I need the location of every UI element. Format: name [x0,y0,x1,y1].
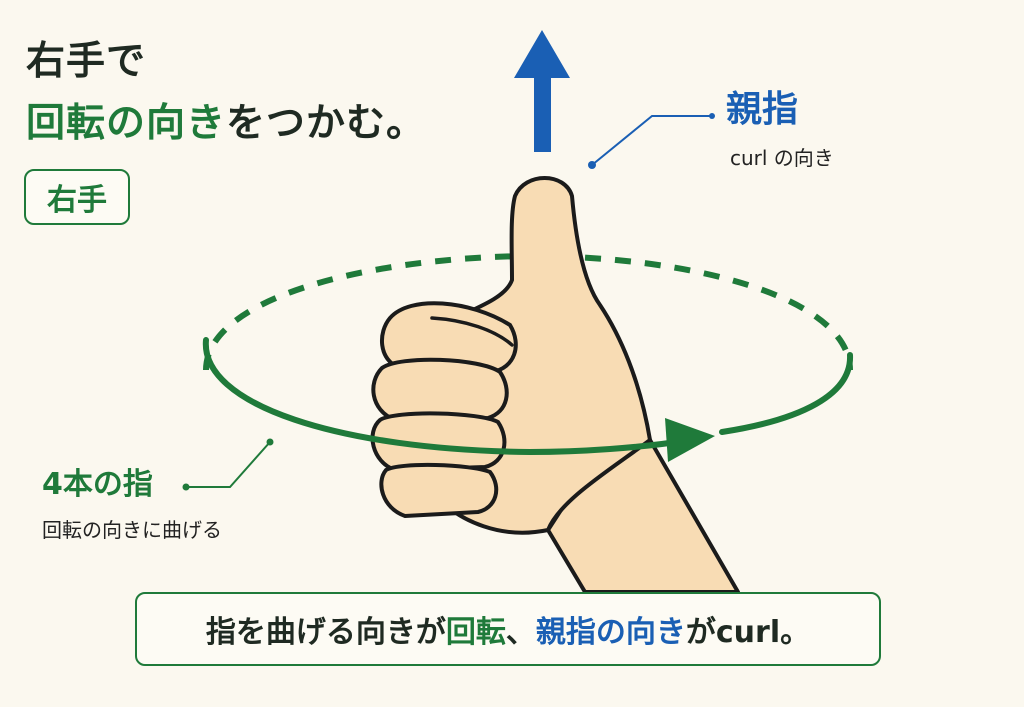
summary-curl: がcurl。 [685,615,811,650]
title-line-2: 回転の向きをつかむ。 [26,104,426,143]
right-hand-badge: 右手 [24,169,130,225]
rotation-ellipse-right [719,352,854,435]
finger-index [379,301,518,374]
title-highlight: 回転の向き [26,101,227,146]
thumb-label-title: 親指 [726,89,799,130]
curled-fingers [370,301,518,518]
thumb-leader-line [588,113,715,169]
rotation-arrowhead [665,418,715,462]
thumb-label-subtitle: curl の向き [730,146,834,170]
finger-little [379,462,499,518]
curl-direction-arrow [514,30,570,152]
finger-middle [371,357,509,422]
fingers-leader-line [182,438,274,491]
rotation-ellipse-front [202,337,693,456]
title-line-1: 右手で [26,39,147,84]
summary-box: 指を曲げる向きが回転、親指の向きがcurl。 [135,592,881,666]
summary-rotation: 回転 [445,615,506,650]
summary-thumb-direction: 親指の向き [535,615,686,650]
summary-comma: 、 [505,615,536,650]
fingers-label-subtitle: 回転の向きに曲げる [42,518,222,542]
summary-part1: 指を曲げる向きが [205,615,446,650]
fingers-label-title: 4本の指 [42,467,153,502]
title-rest: をつかむ。 [226,101,427,146]
finger-ring [370,411,507,472]
thumb-crease [430,316,514,347]
